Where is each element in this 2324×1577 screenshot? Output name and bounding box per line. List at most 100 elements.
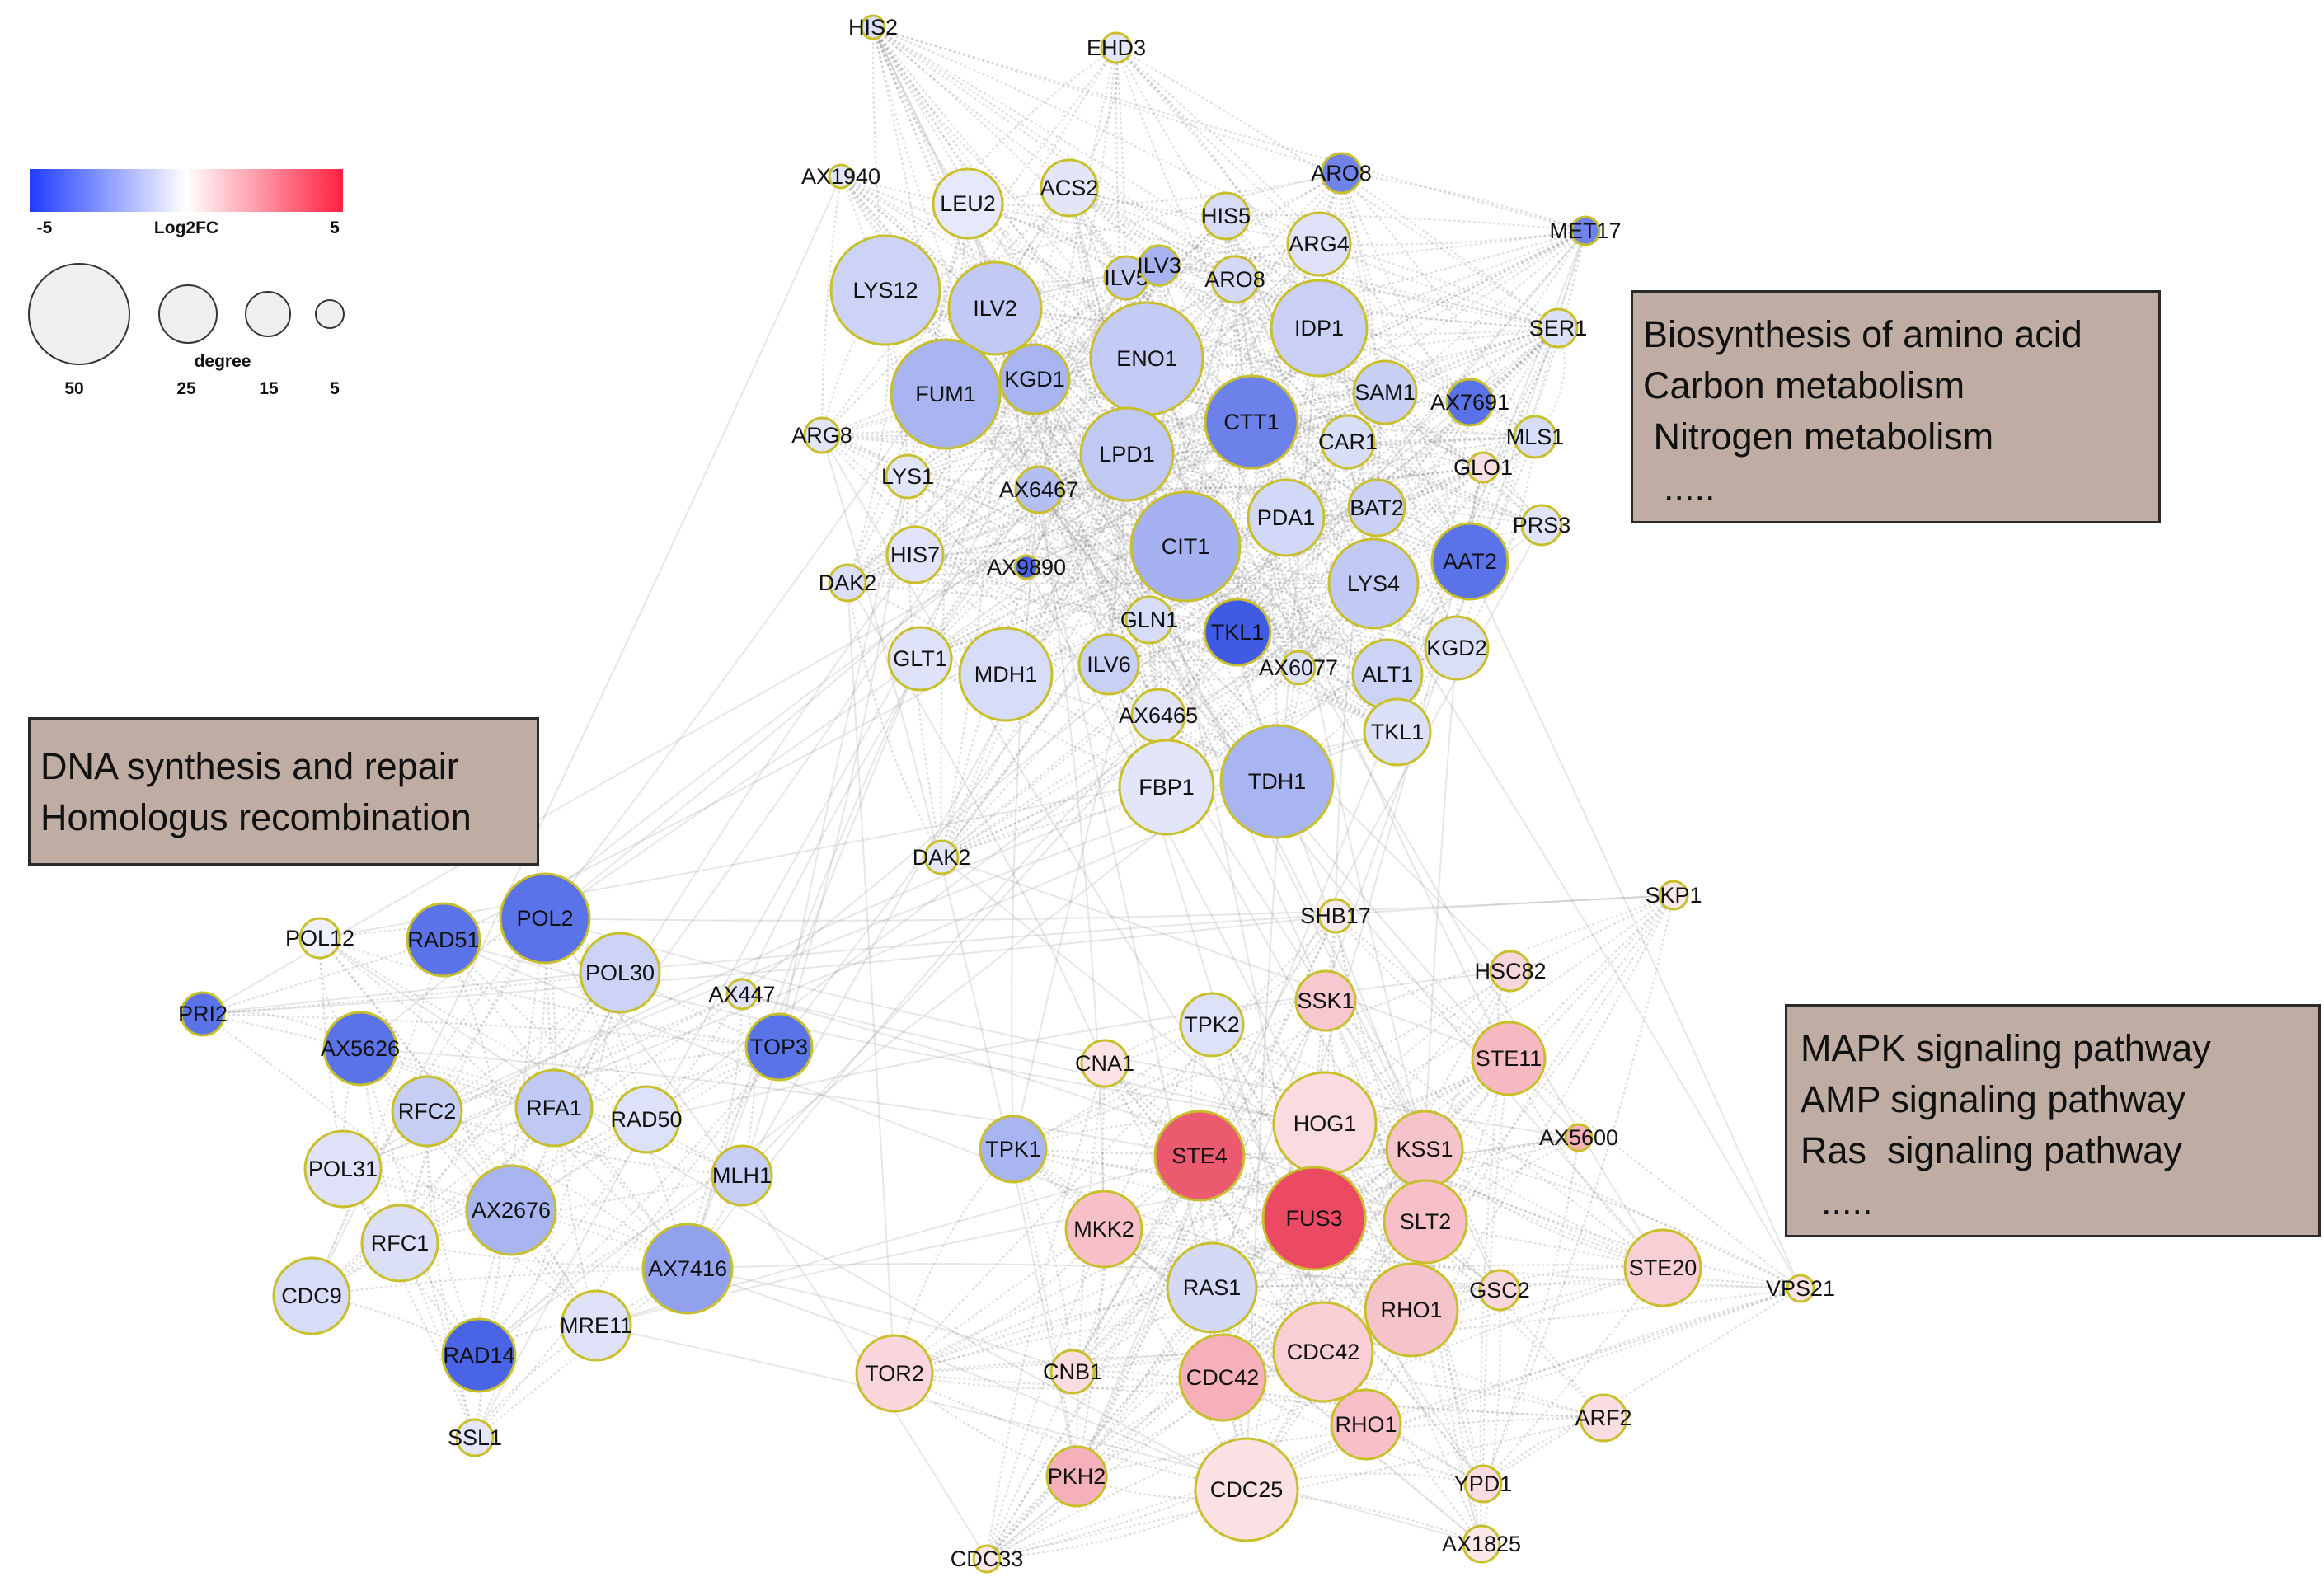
annotation-line: Nitrogen metabolism (1643, 415, 1994, 458)
gene-node-circle (1270, 279, 1369, 378)
gene-node-label: MLH1 (712, 1163, 772, 1188)
gene-node-arf2: ARF2 (1575, 1393, 1632, 1443)
gene-node-glt1: GLT1 (887, 626, 953, 692)
network-edge (967, 202, 1559, 330)
network-edge (1285, 327, 1559, 519)
network-edge (1115, 47, 1471, 403)
network-edge (821, 425, 1536, 439)
gene-node-label: POL31 (308, 1157, 378, 1181)
network-edge (544, 243, 1320, 919)
gene-node-label: PDA1 (1257, 505, 1316, 530)
network-edge (1075, 1063, 1106, 1477)
network-edge (907, 326, 1559, 478)
network-edge (311, 1119, 647, 1297)
gene-node-label: CTT1 (1223, 410, 1279, 434)
gene-node-label: STE4 (1171, 1143, 1228, 1168)
gene-node-arg8: ARG8 (791, 416, 852, 454)
network-edge (941, 327, 1559, 858)
gene-node-bat2: BAT2 (1347, 478, 1406, 537)
gene-node-circle (1570, 215, 1601, 246)
gene-node-circle (803, 416, 841, 454)
gene-node-label: RAD14 (443, 1343, 514, 1368)
gene-node-lys12: LYS12 (829, 234, 941, 346)
gene-node-circle (1320, 414, 1376, 470)
gene-node-tdh1: TDH1 (1219, 724, 1335, 839)
gene-node-circle (1247, 478, 1326, 557)
gene-node-label: HSC82 (1474, 959, 1546, 983)
gene-node-label: AX2676 (472, 1198, 551, 1223)
gene-node-circle (1194, 1437, 1299, 1542)
network-edge (1115, 47, 1129, 455)
network-edge (1026, 230, 1586, 568)
gene-node-label: SSL1 (448, 1425, 502, 1450)
gene-node-circle (855, 1334, 934, 1413)
gene-node-ypd1: YPD1 (1454, 1464, 1512, 1504)
network-edge (872, 26, 997, 309)
gene-node-ser1: SER1 (1529, 307, 1587, 349)
annotation-dna-pathways: DNA synthesis and repair Homologus recom… (28, 717, 539, 866)
gene-node-label: TKL1 (1211, 620, 1265, 645)
network-edge (319, 937, 743, 1176)
gene-node-label: AX1940 (801, 164, 880, 189)
gene-node-label: VPS21 (1766, 1276, 1835, 1301)
gene-node-rfc2: RFC2 (391, 1075, 463, 1148)
gene-node-circle (272, 1256, 351, 1335)
gene-node-circle (923, 839, 960, 875)
network-edge (986, 1424, 1367, 1561)
network-edge (914, 420, 1252, 556)
legend-color-min: -5 (37, 218, 53, 237)
gene-node-ste11: STE11 (1471, 1021, 1547, 1096)
network-edge (443, 939, 1326, 1124)
network-edge (1411, 894, 1674, 1311)
annotation-line: ..... (1801, 1180, 1873, 1223)
gene-node-label: AX1825 (1442, 1532, 1521, 1556)
network-edge (1324, 894, 1674, 1124)
network-edge (1115, 47, 1374, 584)
gene-node-label: TOP3 (750, 1035, 808, 1059)
network-edge (1068, 187, 1484, 468)
network-edge (919, 435, 1536, 660)
network-edge (1185, 545, 1374, 585)
network-edge (1108, 646, 1458, 666)
gene-node-ste20: STE20 (1623, 1228, 1702, 1307)
gene-node-circle (1049, 1349, 1096, 1395)
gene-node-cna1: CNA1 (1075, 1039, 1134, 1088)
network-edge (1234, 278, 1559, 330)
gene-node-label: CDC42 (1287, 1340, 1360, 1364)
network-edge (1068, 186, 1559, 330)
gene-node-label: ARF2 (1575, 1406, 1631, 1430)
network-edge (1387, 327, 1560, 675)
network-edge (202, 894, 1674, 1015)
gene-node-ax9890: AX9890 (987, 554, 1066, 580)
network-edge (1038, 265, 1161, 490)
network-edge (985, 1024, 1213, 1560)
gene-node-circle (1538, 307, 1579, 349)
network-edge (1364, 1148, 1425, 1425)
network-edge (474, 1046, 780, 1439)
gene-node-label: RAD51 (407, 927, 479, 952)
annotation-line: ..... (1643, 467, 1716, 509)
network-edge (1072, 1000, 1326, 1373)
gene-node-ilv2: ILV2 (947, 260, 1043, 356)
gene-node-circle (1064, 1190, 1143, 1269)
legend-size-label: degree (195, 352, 251, 371)
network-edge (426, 993, 743, 1113)
gene-node-label: GLO1 (1453, 455, 1513, 480)
network-edge (1012, 1148, 1074, 1373)
network-edge (919, 243, 1320, 659)
gene-node-circle (298, 917, 341, 960)
network-edge (907, 476, 1278, 782)
gene-node-circle (455, 1418, 495, 1457)
network-edge (1158, 265, 1378, 509)
network-edge (1233, 279, 1300, 669)
gene-node-acs2: ACS2 (1040, 158, 1099, 218)
gene-node-label: DAK2 (819, 570, 877, 595)
gene-node-pri2: PRI2 (178, 991, 228, 1037)
network-edge (1026, 243, 1320, 568)
network-edge (1346, 441, 1389, 675)
network-edge (820, 289, 886, 436)
gene-node-fbp1: FBP1 (1118, 739, 1215, 836)
gene-node-vps21: VPS21 (1766, 1274, 1835, 1303)
gene-node-tkl1: TKL1 (1203, 598, 1272, 667)
network-edge (1334, 915, 1427, 1223)
